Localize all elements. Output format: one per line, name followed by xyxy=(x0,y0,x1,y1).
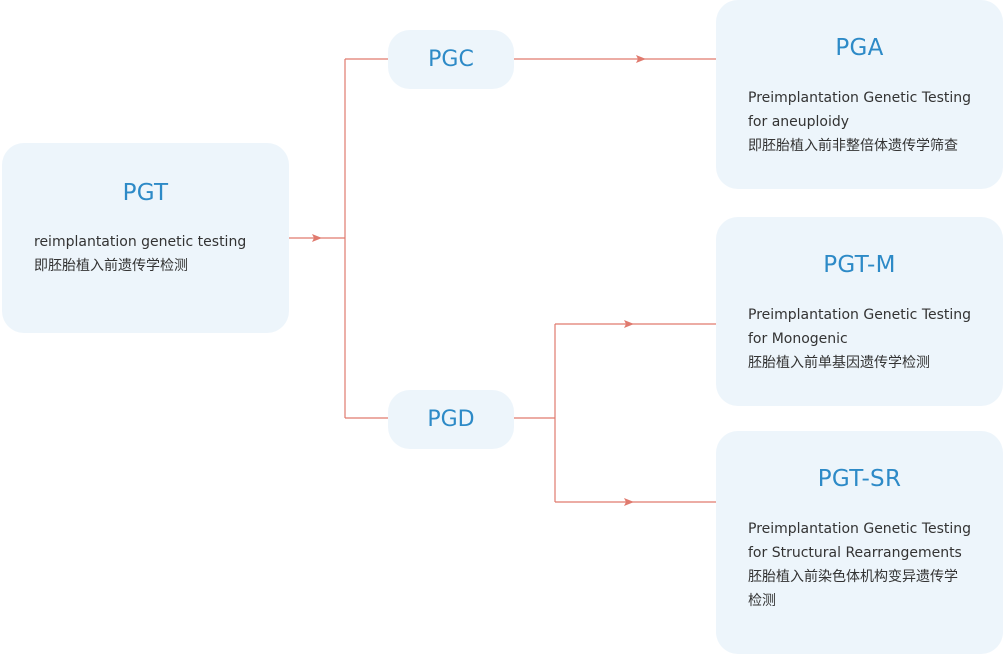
node-pgtm-line: for Monogenic xyxy=(748,331,848,347)
arrowhead-pga xyxy=(636,55,646,63)
node-pgd: PGD xyxy=(388,390,514,449)
node-pga-line: 即胚胎植入前非整倍体遗传学筛查 xyxy=(748,138,958,154)
arrowhead-pgtsr xyxy=(624,498,634,506)
node-pgt-desc: reimplantation genetic testing 即胚胎植入前遗传学… xyxy=(34,230,246,278)
node-pgc: PGC xyxy=(388,30,514,89)
node-pga: PGA Preimplantation Genetic Testing for … xyxy=(716,0,1003,189)
node-pgtm: PGT-M Preimplantation Genetic Testing fo… xyxy=(716,217,1003,406)
node-pgtm-line: 胚胎植入前单基因遗传学检测 xyxy=(748,355,930,371)
node-pgtm-title: PGT-M xyxy=(823,252,896,278)
node-pga-desc: Preimplantation Genetic Testing for aneu… xyxy=(748,86,971,158)
node-pgtm-desc: Preimplantation Genetic Testing for Mono… xyxy=(748,303,971,375)
node-pgt-desc-zh: 即胚胎植入前遗传学检测 xyxy=(34,258,188,274)
node-pga-title: PGA xyxy=(835,35,884,61)
node-pgtsr-line: for Structural Rearrangements xyxy=(748,545,962,561)
node-pgtsr-line: 胚胎植入前染色体机构变异遗传学 xyxy=(748,569,958,585)
node-pgt-title: PGT xyxy=(122,180,169,206)
arrowhead-pgtm xyxy=(624,320,634,328)
node-pgt: PGT reimplantation genetic testing 即胚胎植入… xyxy=(2,143,289,333)
node-pgtsr-desc: Preimplantation Genetic Testing for Stru… xyxy=(748,517,971,613)
node-pgtsr-line: 检测 xyxy=(748,593,776,609)
node-pga-line: for aneuploidy xyxy=(748,114,850,130)
node-pgtm-line: Preimplantation Genetic Testing xyxy=(748,307,972,323)
node-pga-line: Preimplantation Genetic Testing xyxy=(748,90,972,106)
node-pgtsr: PGT-SR Preimplantation Genetic Testing f… xyxy=(716,431,1003,654)
node-pgtsr-title: PGT-SR xyxy=(817,466,902,492)
arrowhead-pgt-out xyxy=(312,234,322,242)
node-pgtsr-line: Preimplantation Genetic Testing xyxy=(748,521,972,537)
node-pgt-desc-en: reimplantation genetic testing xyxy=(34,234,247,250)
